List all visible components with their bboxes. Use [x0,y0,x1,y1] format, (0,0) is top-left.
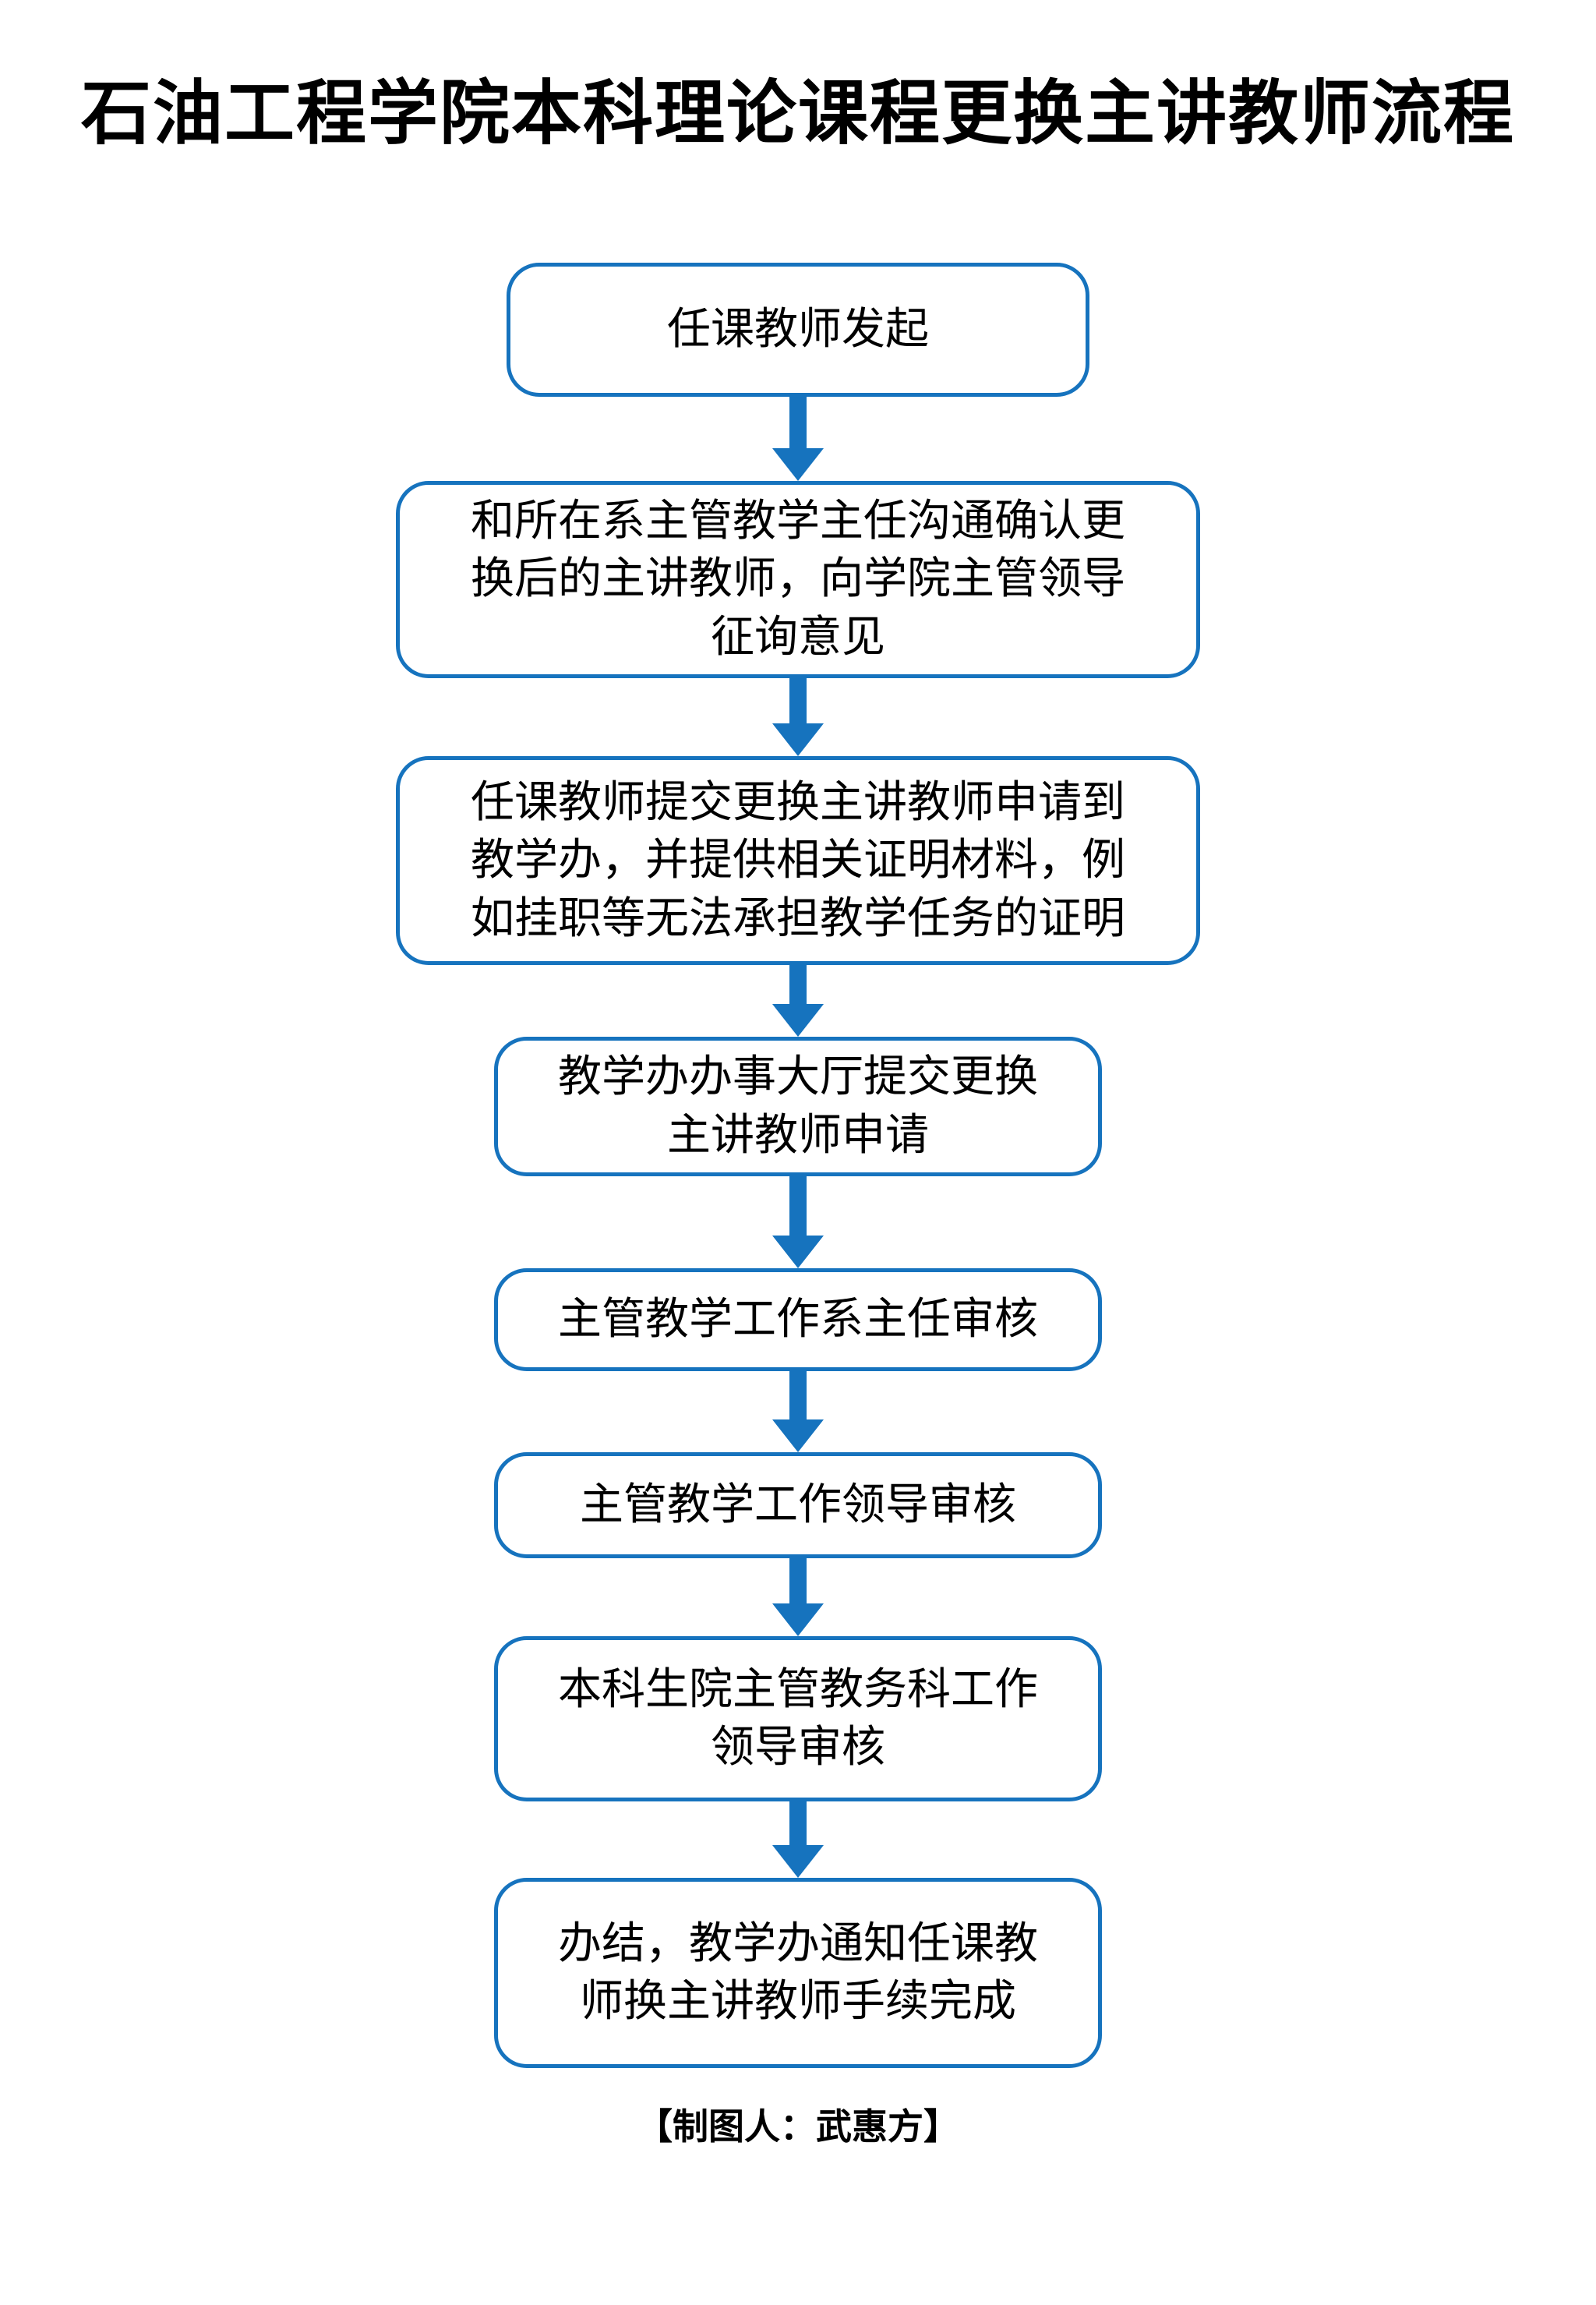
down-arrow-icon [772,965,824,1038]
creator-credit: 【制图人：武惠方】 [637,2106,959,2147]
down-arrow-icon [772,678,824,757]
down-arrow-icon [772,1558,824,1637]
flow-step-label: 主管教学工作系主任审核 [558,1296,1038,1345]
flow-step-service-hall-submission: 教学办办事大厅提交更换 主讲教师申请 [494,1037,1102,1177]
down-arrow-icon [772,397,824,481]
arrow-shaft [789,678,807,724]
flowchart: 任课教师发起 和所在系主管教学主任沟通确认更 换后的主讲教师，向学院主管领导 征… [0,263,1596,2069]
arrow-head [772,1603,824,1637]
arrow-shaft [789,965,807,1005]
arrow-shaft [789,1801,807,1846]
flow-step-completion-notice: 办结，教学办通知任课教 师换主讲教师手续完成 [494,1878,1102,2069]
down-arrow-icon [772,1371,824,1453]
arrow-head [772,1845,824,1879]
flow-step-label: 和所在系主管教学主任沟通确认更 换后的主讲教师，向学院主管领导 征询意见 [471,497,1125,662]
flow-step-label: 任课教师提交更换主讲教师申请到 教学办，并提供相关证明材料，例 如挂职等无法承担… [471,778,1125,943]
flow-step-academic-affairs-review: 本科生院主管教务科工作 领导审核 [494,1636,1102,1802]
down-arrow-icon [772,1801,824,1879]
arrow-shaft [789,397,807,448]
flow-step-confirm-with-director: 和所在系主管教学主任沟通确认更 换后的主讲教师，向学院主管领导 征询意见 [396,481,1200,679]
arrow-head [772,1419,824,1453]
page-title: 石油工程学院本科理论课程更换主讲教师流程 [81,75,1515,153]
flow-step-initiate: 任课教师发起 [507,263,1089,397]
arrow-head [772,448,824,481]
arrow-head [772,1236,824,1269]
flow-step-label: 主管教学工作领导审核 [580,1481,1016,1530]
flow-step-label: 教学办办事大厅提交更换 主讲教师申请 [558,1053,1038,1160]
flow-step-label: 办结，教学办通知任课教 师换主讲教师手续完成 [558,1919,1038,2027]
flow-step-submit-application-materials: 任课教师提交更换主讲教师申请到 教学办，并提供相关证明材料，例 如挂职等无法承担… [396,756,1200,966]
flow-step-label: 本科生院主管教务科工作 领导审核 [558,1665,1038,1773]
arrow-head [772,723,824,757]
flow-step-department-head-review: 主管教学工作系主任审核 [494,1268,1102,1372]
arrow-shaft [789,1558,807,1604]
arrow-shaft [789,1371,807,1420]
arrow-head [772,1004,824,1038]
flow-step-label: 任课教师发起 [667,305,929,354]
down-arrow-icon [772,1176,824,1269]
arrow-shaft [789,1176,807,1236]
flow-step-teaching-leader-review: 主管教学工作领导审核 [494,1452,1102,1559]
